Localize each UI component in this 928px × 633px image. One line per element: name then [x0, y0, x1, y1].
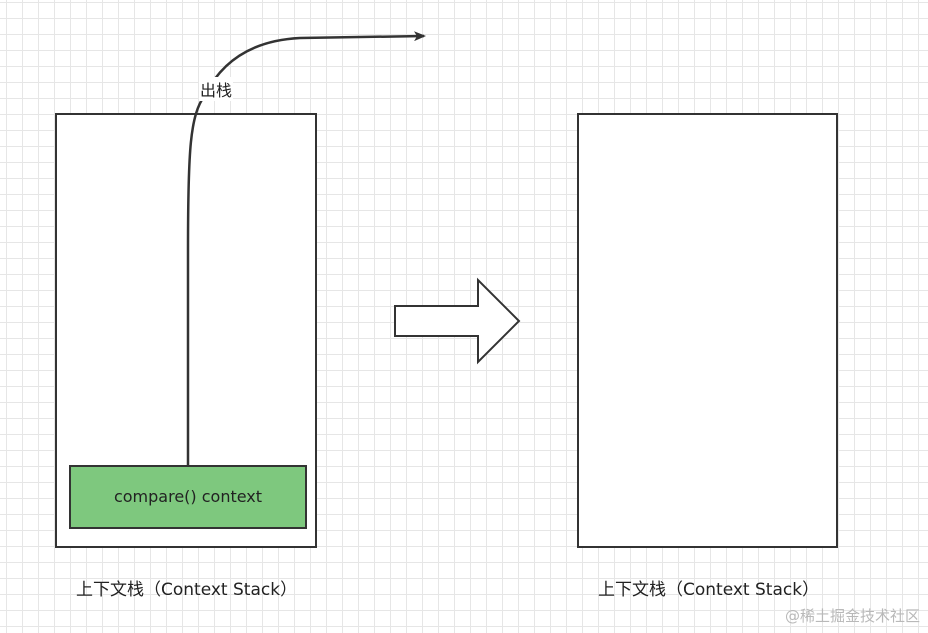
right-stack-box [577, 113, 838, 548]
compare-context-label: compare() context [113, 487, 263, 506]
compare-context-frame [69, 465, 307, 529]
watermark: @稀土掘金技术社区 [784, 607, 920, 625]
left-stack-caption: 上下文栈（Context Stack） [76, 580, 298, 600]
right-stack-caption: 上下文栈（Context Stack） [598, 580, 820, 600]
right-block-arrow-icon [394, 277, 521, 365]
pop-label: 出栈 [199, 77, 234, 101]
